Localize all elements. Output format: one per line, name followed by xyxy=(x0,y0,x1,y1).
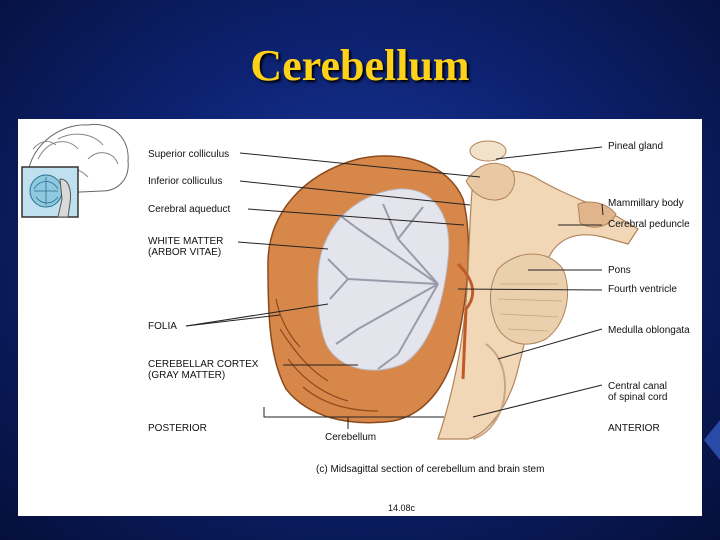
midsagittal-section xyxy=(267,140,639,440)
label-fourth-ventricle: Fourth ventricle xyxy=(608,284,677,295)
label-inferior-colliculus: Inferior colliculus xyxy=(148,176,223,187)
figure-number: 14.08c xyxy=(388,503,416,513)
figure-caption: (c) Midsagittal section of cerebellum an… xyxy=(316,464,545,475)
slide-decoration xyxy=(704,420,720,460)
label-pons: Pons xyxy=(608,265,631,276)
label-cerebellum: Cerebellum xyxy=(325,432,377,443)
label-mammillary-body: Mammillary body xyxy=(608,198,684,209)
slide-title: Cerebellum xyxy=(250,41,470,90)
cerebellum-illustration xyxy=(21,123,639,440)
label-white-matter: WHITE MATTER (ARBOR VITAE) xyxy=(148,236,224,258)
label-cerebral-peduncle: Cerebral peduncle xyxy=(608,219,690,230)
figure-panel: Superior colliculus Inferior colliculus … xyxy=(18,119,702,516)
label-pineal-gland: Pineal gland xyxy=(608,141,664,152)
label-cerebral-aqueduct: Cerebral aqueduct xyxy=(148,204,231,215)
label-leader-lines xyxy=(185,146,604,429)
label-central-canal: Central canal of spinal cord xyxy=(608,381,668,403)
label-superior-colliculus: Superior colliculus xyxy=(148,149,230,160)
label-posterior: POSTERIOR xyxy=(148,423,207,434)
label-cerebellar-cortex: CEREBELLAR CORTEX (GRAY MATTER) xyxy=(148,359,259,381)
brain-inset-thumbnail xyxy=(21,123,129,218)
label-anterior: ANTERIOR xyxy=(608,423,660,434)
label-folia: FOLIA xyxy=(148,321,177,332)
label-medulla-oblongata: Medulla oblongata xyxy=(608,325,690,336)
